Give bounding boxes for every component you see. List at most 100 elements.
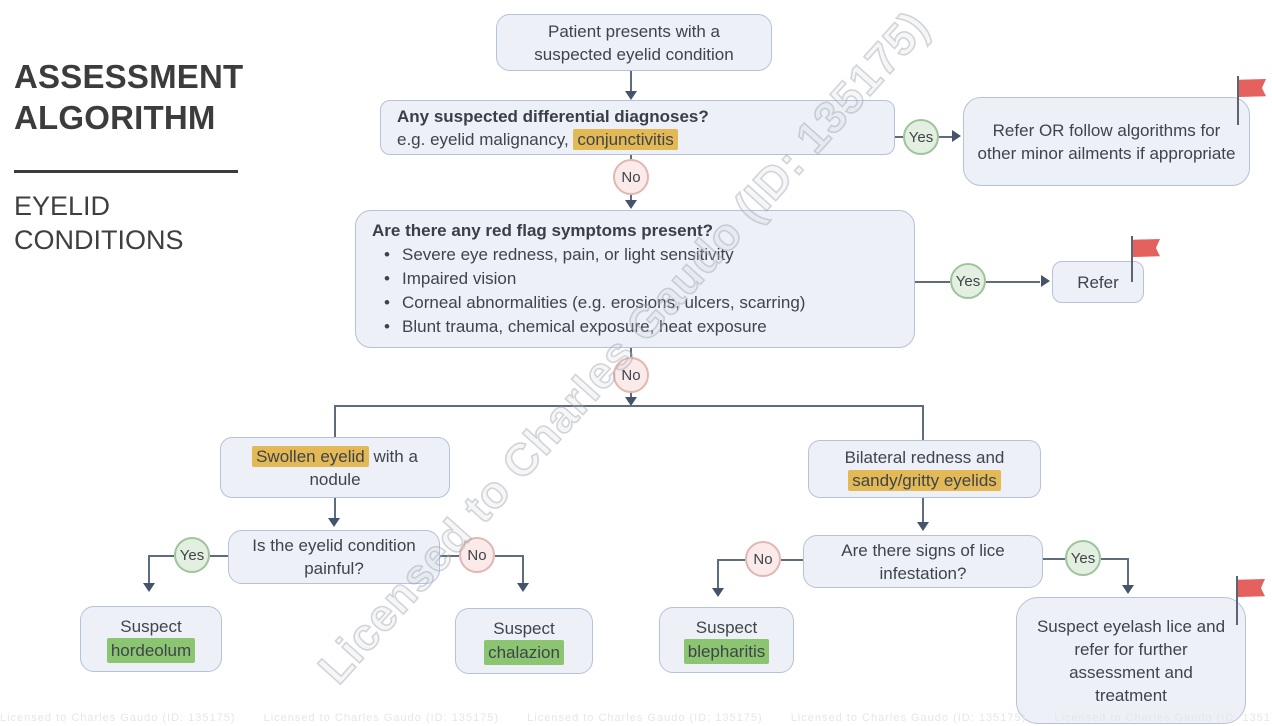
connector <box>1127 558 1129 586</box>
red-flag-icon <box>1133 239 1160 257</box>
highlight-chalazion: chalazion <box>484 640 564 665</box>
connector <box>717 559 745 561</box>
connector <box>334 498 336 519</box>
node-text-prefix: Suspect <box>493 619 555 638</box>
red-flag-icon <box>1238 579 1265 597</box>
highlight-blepharitis: blepharitis <box>683 639 770 664</box>
node-refer-or-follow: Refer OR follow algorithms for other min… <box>963 97 1250 186</box>
highlight-hordeolum: hordeolum <box>106 638 196 663</box>
connector <box>630 348 632 358</box>
node-text: Is the eyelid condition painful? <box>252 536 416 578</box>
connector <box>922 405 924 440</box>
connector <box>440 555 459 557</box>
node-patient-presents: Patient presents with a suspected eyelid… <box>496 14 772 71</box>
bullet-item: Severe eye redness, pain, or light sensi… <box>372 243 805 267</box>
yes-label: Yes <box>908 128 934 146</box>
footer-watermark-strip: Licensed to Charles Gaudo (ID: 135175) L… <box>0 712 1272 726</box>
decision-yes-badge: Yes <box>903 119 939 155</box>
node-suspect-eyelash-lice: Suspect eyelash lice and refer for furth… <box>1016 597 1246 724</box>
connector <box>1101 558 1128 560</box>
node-suspect-chalazion: Suspect chalazion <box>455 608 593 674</box>
red-flag-icon <box>1239 79 1266 97</box>
arrow-down-icon <box>916 522 929 531</box>
decision-no-badge: No <box>459 537 495 573</box>
connector <box>148 555 150 584</box>
node-painful-question: Is the eyelid condition painful? <box>228 530 440 584</box>
node-text: Bilateral redness and sandy/gritty eyeli… <box>819 446 1030 492</box>
connector-branch <box>334 405 924 407</box>
connector <box>630 155 632 160</box>
yes-label: Yes <box>955 272 981 290</box>
page-title-line2: ALGORITHM <box>14 99 216 136</box>
page-title-line1: ASSESSMENT <box>14 58 244 95</box>
bullet-item: Impaired vision <box>372 267 805 291</box>
connector <box>781 559 803 561</box>
connector <box>630 195 632 201</box>
connector <box>1043 558 1065 560</box>
node-text-prefix: Suspect <box>120 617 182 636</box>
yes-label: Yes <box>1070 549 1096 567</box>
arrow-down-icon <box>625 397 637 406</box>
connector <box>717 559 719 590</box>
arrow-down-icon <box>142 583 155 592</box>
connector <box>495 555 524 557</box>
decision-no-badge: No <box>745 541 781 577</box>
connector <box>915 281 950 283</box>
no-label: No <box>621 168 641 186</box>
node-text: Refer OR follow algorithms for other min… <box>977 120 1236 163</box>
node-question: Any suspected differential diagnoses? <box>397 106 709 126</box>
decision-no-badge: No <box>613 159 649 195</box>
node-text-prefix: Bilateral redness and <box>844 448 1005 467</box>
connector <box>986 281 1040 283</box>
decision-yes-badge: Yes <box>950 263 986 299</box>
bullet-item: Blunt trauma, chemical exposure, heat ex… <box>372 315 805 339</box>
no-label: No <box>753 550 773 568</box>
node-text: Suspect eyelash lice and refer for furth… <box>1036 616 1226 705</box>
node-suspect-hordeolum: Suspect hordeolum <box>80 606 222 672</box>
yes-label: Yes <box>179 546 205 564</box>
arrow-down-icon <box>625 91 637 100</box>
flag-pole <box>1236 576 1238 625</box>
connector <box>148 555 174 557</box>
node-text: Swollen eyelid with a nodule <box>231 445 439 491</box>
bullet-item: Corneal abnormalities (e.g. erosions, ul… <box>372 291 805 315</box>
connector <box>210 555 228 557</box>
connector <box>522 555 524 584</box>
no-label: No <box>467 546 487 564</box>
node-differential-diagnoses: Any suspected differential diagnoses? e.… <box>380 100 895 155</box>
node-red-flag-symptoms: Are there any red flag symptoms present?… <box>355 210 915 348</box>
node-refer: Refer <box>1052 261 1144 303</box>
page-subtitle-line1: EYELID <box>14 191 111 221</box>
no-label: No <box>621 366 641 384</box>
arrow-down-icon <box>1121 585 1134 594</box>
highlight-sandy-gritty: sandy/gritty eyelids <box>848 470 1001 491</box>
decision-no-badge: No <box>613 357 649 393</box>
arrow-down-icon <box>328 518 340 527</box>
node-bilateral-redness: Bilateral redness and sandy/gritty eyeli… <box>808 440 1041 498</box>
node-text: Patient presents with a suspected eyelid… <box>534 21 734 64</box>
node-text: Refer <box>1077 272 1119 292</box>
node-swollen-eyelid: Swollen eyelid with a nodule <box>220 437 450 498</box>
node-lice-question: Are there signs of lice infestation? <box>803 535 1043 588</box>
highlight-swollen-eyelid: Swollen eyelid <box>252 445 369 467</box>
connector <box>939 136 952 138</box>
connector <box>895 136 903 138</box>
decision-yes-badge: Yes <box>174 537 210 573</box>
highlight-conjunctivitis: conjunctivitis <box>573 128 678 150</box>
node-text: Are there signs of lice infestation? <box>841 540 1005 583</box>
arrow-down-icon <box>711 588 724 597</box>
flag-pole <box>1131 236 1133 282</box>
node-example: e.g. eyelid malignancy, conjunctivitis <box>397 128 678 151</box>
red-flag-bullet-list: Severe eye redness, pain, or light sensi… <box>372 243 805 339</box>
footer-watermark-text: Licensed to Charles Gaudo (ID: 135175) <box>1054 712 1272 724</box>
subtitle-block: EYELID CONDITIONS <box>14 189 243 257</box>
footer-watermark-text: Licensed to Charles Gaudo (ID: 135175) <box>527 712 763 724</box>
node-text-prefix: Suspect <box>695 618 758 637</box>
example-prefix: e.g. eyelid malignancy, <box>397 129 574 149</box>
decision-yes-badge: Yes <box>1065 540 1101 576</box>
arrow-down-icon <box>516 583 529 592</box>
flag-pole <box>1237 76 1239 125</box>
footer-watermark-text: Licensed to Charles Gaudo (ID: 135175) <box>263 712 500 724</box>
connector <box>334 405 336 437</box>
